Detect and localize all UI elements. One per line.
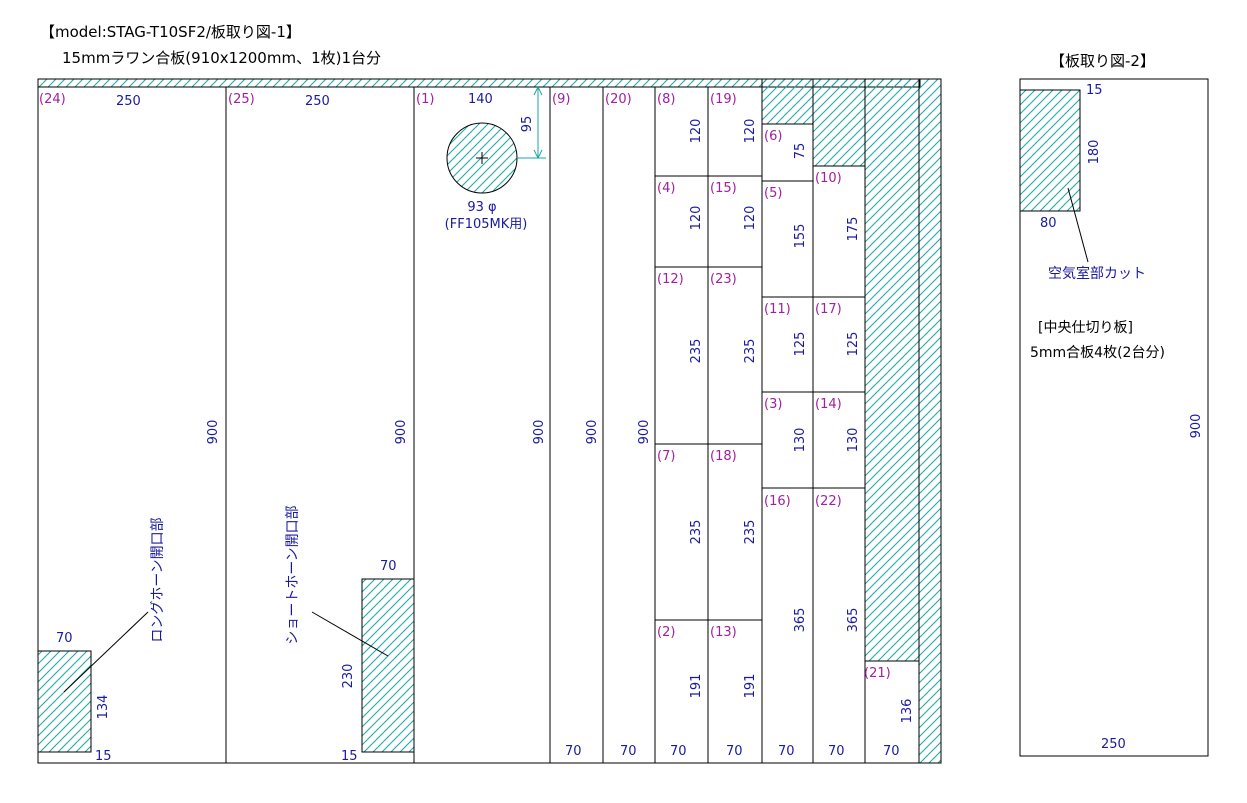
- sheet1: (24) (25) (1) (9) (20) (8) (19) (6) (4) …: [37, 78, 942, 764]
- part-label: (24): [39, 92, 66, 107]
- cut-width: 80: [1040, 216, 1057, 231]
- cut-label: 空気室部カット: [1048, 265, 1146, 282]
- width-dimension: 250: [116, 94, 141, 109]
- part-label: (23): [710, 272, 737, 287]
- width-dimension: 70: [620, 744, 637, 759]
- page-title: 【model:STAG-T10SF2/板取り図-1】: [40, 23, 301, 41]
- width-dimension: 140: [468, 92, 493, 107]
- height-dimension: 155: [793, 224, 808, 249]
- width-dimension: 70: [778, 744, 795, 759]
- width-dimension: 70: [828, 744, 845, 759]
- part-label: (10): [815, 171, 842, 186]
- part-label: (4): [657, 181, 675, 196]
- part-label: (6): [764, 129, 782, 144]
- part-label: (5): [764, 186, 782, 201]
- long-horn-label: ロングホーン開口部: [150, 517, 166, 642]
- cut-height: 180: [1087, 140, 1102, 165]
- part-label: (7): [657, 449, 675, 464]
- height-dimension: 191: [743, 674, 758, 699]
- opening-offset: 15: [95, 749, 112, 764]
- short-horn-label: ショートホーン開口部: [285, 505, 301, 644]
- height-dimension: 235: [743, 339, 758, 364]
- cut-top-offset: 15: [1086, 83, 1103, 98]
- height-dimension: 900: [532, 420, 547, 445]
- opening-width: 70: [380, 559, 397, 574]
- height-dimension: 235: [689, 339, 704, 364]
- opening-width: 70: [56, 631, 73, 646]
- part-label: (8): [657, 92, 675, 107]
- height-dimension: 365: [793, 608, 808, 633]
- waste-area: [761, 78, 814, 125]
- width-dimension: 70: [726, 744, 743, 759]
- height-dimension: 125: [793, 332, 808, 357]
- height-dimension: 120: [743, 206, 758, 231]
- width-dimension: 70: [670, 744, 687, 759]
- width-dimension: 70: [883, 744, 900, 759]
- width-dimension: 70: [565, 744, 582, 759]
- part-label: (3): [764, 397, 782, 412]
- waste-area: [812, 78, 866, 167]
- part-label: (22): [815, 494, 842, 509]
- width-dimension: 250: [1101, 737, 1126, 752]
- height-dimension: 900: [394, 420, 409, 445]
- part-label: (16): [764, 494, 791, 509]
- height-dimension: 125: [846, 332, 861, 357]
- long-horn-opening: [37, 650, 92, 753]
- sheet2-title: 【板取り図-2】: [1050, 52, 1155, 70]
- hole-speaker-label: (FF105MK用): [445, 217, 528, 232]
- sheet1-border: [37, 78, 942, 764]
- partition-title: [中央仕切り板]: [1038, 320, 1133, 336]
- opening-height: 134: [96, 695, 111, 720]
- height-dimension: 235: [689, 520, 704, 545]
- part-label: (1): [416, 92, 434, 107]
- height-dimension: 191: [689, 674, 704, 699]
- height-dimension: 175: [846, 217, 861, 242]
- part-label: (25): [228, 92, 255, 107]
- part-label: (2): [657, 625, 675, 640]
- part-label: (11): [764, 302, 791, 317]
- width-dimension: 250: [305, 94, 330, 109]
- leader-line: [1067, 187, 1089, 263]
- height-dimension: 120: [689, 119, 704, 144]
- partition-description: 5mm合板4枚(2台分): [1030, 345, 1165, 361]
- part-label: (14): [815, 397, 842, 412]
- part-label: (18): [710, 449, 737, 464]
- part-label: (19): [710, 92, 737, 107]
- part-label: (21): [864, 666, 891, 681]
- height-dimension: 120: [743, 119, 758, 144]
- height-dimension: 75: [793, 143, 808, 160]
- height-dimension: 235: [743, 520, 758, 545]
- opening-height: 230: [341, 664, 356, 689]
- height-dimension: 900: [206, 420, 221, 445]
- part-label: (17): [815, 302, 842, 317]
- opening-offset: 15: [341, 749, 358, 764]
- leader-line: [311, 611, 389, 657]
- height-dimension: 900: [1189, 414, 1204, 439]
- part-label: (12): [657, 272, 684, 287]
- height-dimension: 136: [900, 699, 915, 724]
- height-dimension: 130: [846, 428, 861, 453]
- part-label: (9): [552, 92, 570, 107]
- hole-offset-dimension: 95: [520, 116, 535, 133]
- sheet2-border: [1019, 78, 1209, 757]
- height-dimension: 900: [585, 420, 600, 445]
- waste-strip-right: [918, 78, 942, 764]
- arrow-icon: [533, 85, 543, 96]
- height-dimension: 900: [637, 420, 652, 445]
- hole-diameter-label: 93 φ: [467, 200, 496, 215]
- height-dimension: 130: [793, 428, 808, 453]
- air-chamber-cut: [1019, 89, 1081, 212]
- height-dimension: 365: [846, 608, 861, 633]
- part-label: (13): [710, 625, 737, 640]
- height-dimension: 120: [689, 206, 704, 231]
- waste-area: [864, 78, 920, 662]
- short-horn-opening: [361, 578, 415, 753]
- arrow-icon: [533, 149, 543, 160]
- leader-line: [63, 611, 149, 693]
- sheet2: 15 180 80 空気室部カット [中央仕切り板] 5mm合板4枚(2台分) …: [1019, 78, 1209, 757]
- part-label: (15): [710, 181, 737, 196]
- part-label: (20): [605, 92, 632, 107]
- page-subtitle: 15mmラワン合板(910x1200mm、1枚)1台分: [62, 49, 381, 67]
